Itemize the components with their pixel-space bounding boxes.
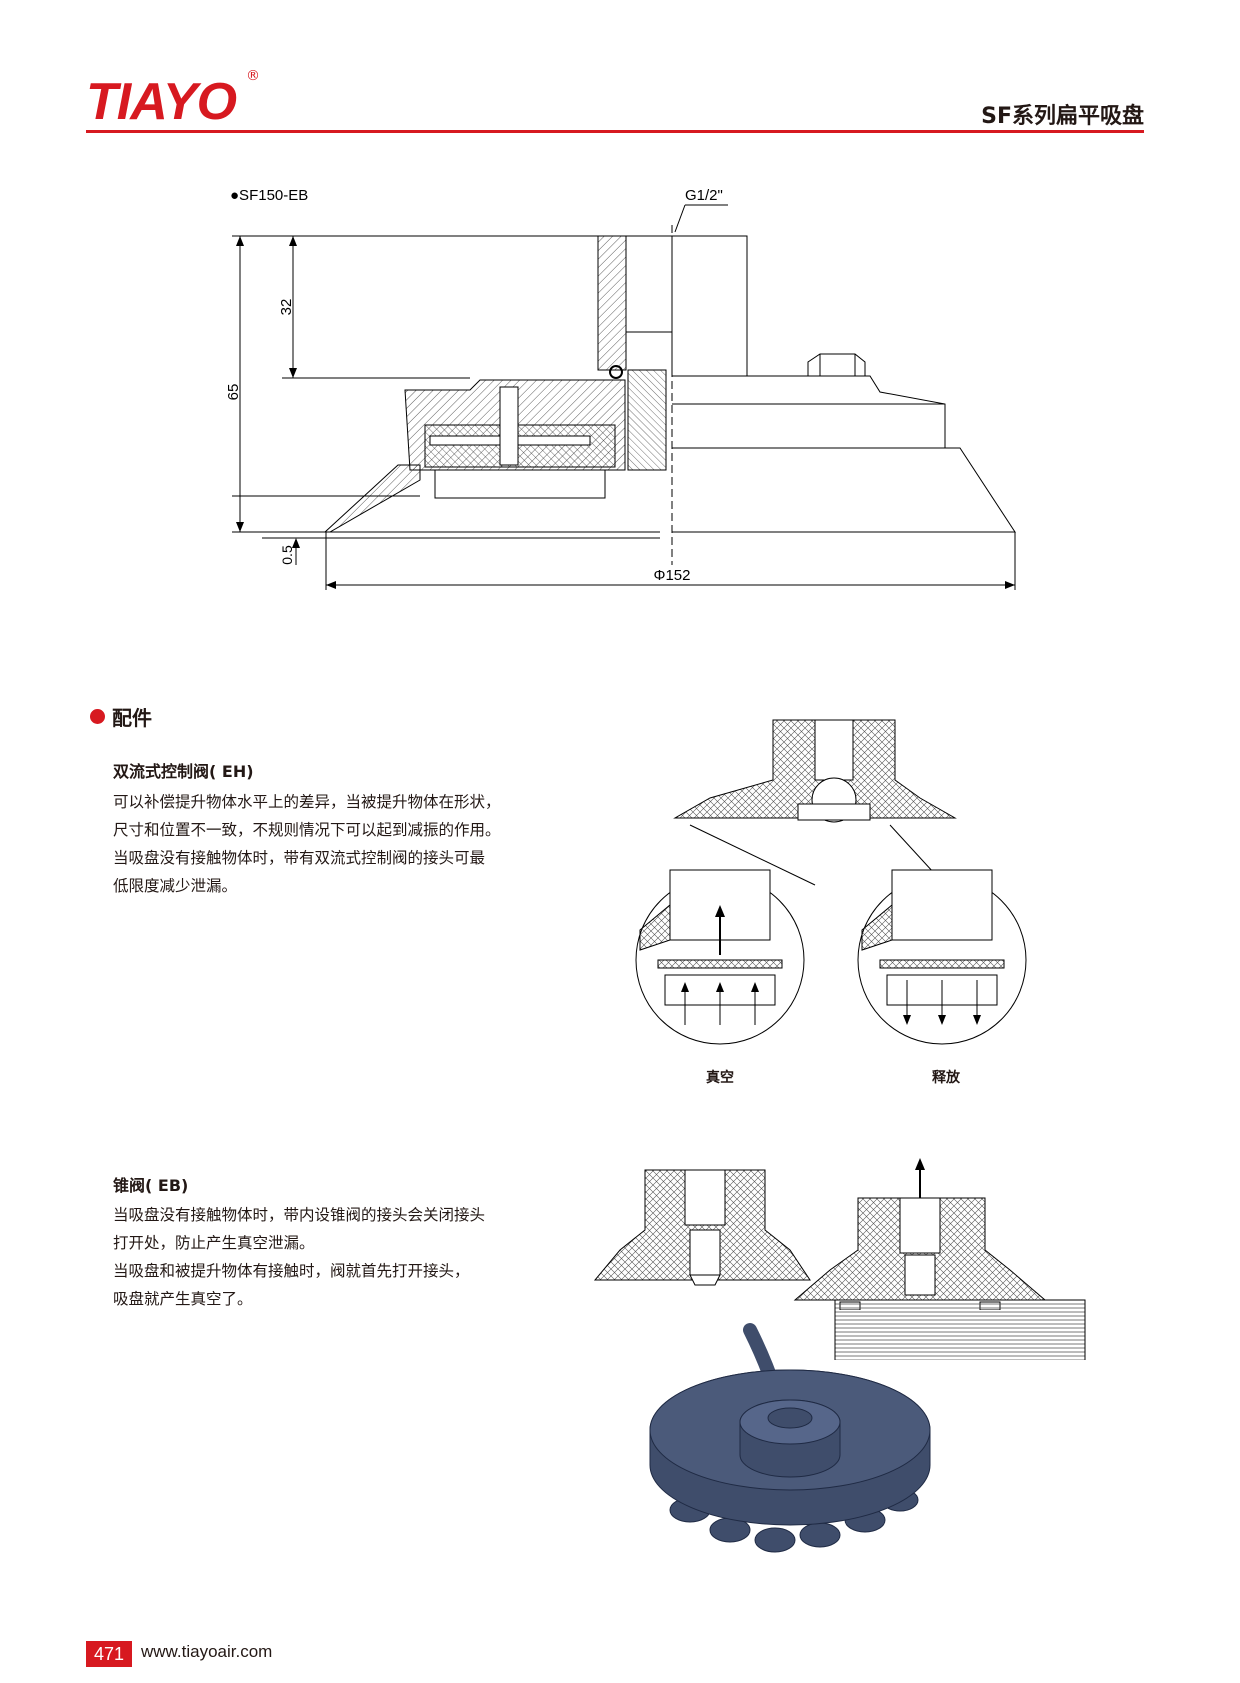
- section-title: 配件: [112, 706, 152, 730]
- eh-title: 双流式控制阀( EH): [113, 762, 254, 781]
- release-detail: [857, 869, 1027, 1045]
- thread-label: G1/2": [685, 187, 723, 204]
- dim-lip: 0.5: [279, 545, 295, 565]
- model-label: ●SF150-EB: [230, 187, 308, 204]
- eh-valve-diagram: [635, 719, 1027, 1045]
- eb-title: 锥阀( EB): [113, 1176, 189, 1195]
- dim-height: 65: [225, 384, 242, 401]
- brand-name: TIAYO: [86, 73, 237, 131]
- brand-logo: TIAYO ®: [86, 68, 260, 132]
- page-number: 471: [86, 1641, 132, 1667]
- cross-section-drawing: ●SF150-EB G1/2" 65 32 0.5 Φ152: [225, 187, 1016, 590]
- eb-line: 打开处，防止产生真空泄漏。: [113, 1234, 315, 1252]
- registered-mark: ®: [246, 68, 260, 84]
- header-divider: [86, 130, 1144, 133]
- eb-valve-diagram: [593, 1158, 1086, 1360]
- caption-vacuum: 真空: [706, 1070, 734, 1086]
- eh-line: 可以补偿提升物体水平上的差异，当被提升物体在形状，: [113, 793, 501, 811]
- page-title: SF系列扁平吸盘: [981, 104, 1144, 129]
- caption-release: 释放: [932, 1070, 960, 1086]
- product-illustration: [649, 1323, 931, 1553]
- vacuum-detail: [635, 869, 805, 1045]
- dim-diameter: Φ152: [654, 567, 691, 584]
- eh-description: 可以补偿提升物体水平上的差异，当被提升物体在形状， 尺寸和位置不一致，不规则情况…: [113, 788, 501, 900]
- eb-description: 当吸盘没有接触物体时，带内设锥阀的接头会关闭接头 打开处，防止产生真空泄漏。 当…: [113, 1201, 485, 1313]
- eb-line: 当吸盘没有接触物体时，带内设锥阀的接头会关闭接头: [113, 1206, 486, 1224]
- eh-line: 尺寸和位置不一致，不规则情况下可以起到减振的作用。: [113, 821, 501, 839]
- eb-line: 吸盘就产生真空了。: [113, 1290, 253, 1308]
- website-link[interactable]: www.tiayoair.com: [141, 1642, 273, 1661]
- eh-line: 低限度减少泄漏。: [113, 877, 238, 895]
- eh-line: 当吸盘没有接触物体时，带有双流式控制阀的接头可最: [113, 849, 486, 867]
- eb-line: 当吸盘和被提升物体有接触时，阀就首先打开接头，: [113, 1262, 470, 1280]
- section-bullet: [90, 709, 105, 724]
- dim-upper: 32: [278, 299, 295, 316]
